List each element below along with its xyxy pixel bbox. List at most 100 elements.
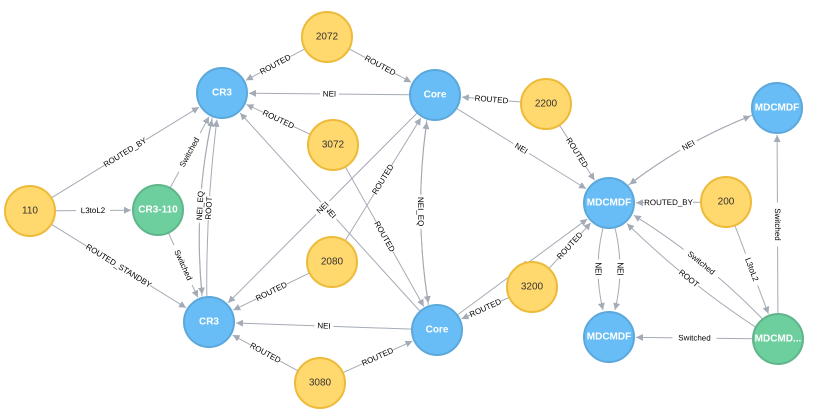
edge-label: L3toL2 — [81, 206, 106, 215]
edge-label-background — [369, 162, 397, 197]
edge-label-background — [593, 259, 603, 279]
edge-label-background — [615, 259, 625, 279]
edge-l3tol2[interactable]: L3toL2 — [734, 225, 770, 314]
edge-label-background — [510, 139, 532, 158]
edge-routed[interactable]: ROUTED — [348, 48, 412, 83]
edge-routed[interactable]: ROUTED — [461, 93, 522, 106]
node-circle[interactable] — [409, 69, 461, 121]
edge-label: ROUTED — [258, 53, 292, 77]
node-corea[interactable]: Core — [409, 69, 461, 121]
edge-label: NEI — [317, 321, 331, 330]
edge-label-background — [169, 242, 197, 288]
edge-routed[interactable]: ROUTED — [233, 272, 310, 311]
edge-label-background — [415, 194, 426, 229]
node-circle[interactable] — [183, 296, 235, 348]
node-circle[interactable] — [520, 78, 572, 130]
edge-label-background — [676, 267, 702, 290]
edge-routed[interactable]: ROUTED — [245, 48, 306, 81]
node-circle[interactable] — [700, 176, 752, 228]
edge-line[interactable] — [629, 114, 753, 185]
edge-label: ROUTED — [468, 297, 503, 319]
edge-routed[interactable]: ROUTED — [344, 166, 425, 307]
node-mdc2[interactable]: MDCMDF — [583, 177, 635, 229]
node-mdc1[interactable]: MDCMDF — [751, 82, 803, 134]
edge-nei[interactable]: NEI — [455, 107, 587, 190]
edge-routed[interactable]: ROUTED — [342, 340, 413, 374]
edge-label-background — [260, 107, 296, 132]
node-cr3a[interactable]: CR3 — [196, 67, 248, 119]
edge-root[interactable]: ROOT — [203, 119, 220, 297]
edge-label: ROUTED_BY — [644, 198, 694, 207]
node-circle[interactable] — [294, 357, 346, 409]
edge-label-group: ROUTED — [362, 53, 398, 78]
edge-routed[interactable]: ROUTED — [232, 334, 299, 372]
node-cr3110[interactable]: CR3-110 — [132, 184, 184, 236]
edge-routed[interactable]: ROUTED — [548, 222, 592, 269]
node-circle[interactable] — [751, 82, 803, 134]
node-n3072[interactable]: 3072 — [307, 119, 359, 171]
node-n3080[interactable]: 3080 — [294, 357, 346, 409]
node-n2072[interactable]: 2072 — [301, 11, 353, 63]
edge-label-background — [174, 130, 205, 175]
edge-routed-by[interactable]: ROUTED_BY — [635, 197, 702, 208]
edge-nei[interactable]: NEI — [613, 227, 625, 311]
edge-switched[interactable]: Switched — [169, 116, 210, 189]
node-n2200[interactable]: 2200 — [520, 78, 572, 130]
node-circle[interactable] — [583, 311, 635, 363]
node-coreb[interactable]: Core — [411, 304, 463, 356]
edge-l3tol2[interactable]: L3toL2 — [54, 205, 132, 216]
node-circle[interactable] — [411, 304, 463, 356]
node-circle[interactable] — [132, 184, 184, 236]
edge-nei[interactable]: NEI — [629, 114, 753, 185]
edge-label: L3toL2 — [743, 257, 760, 284]
edge-label-group: Switched — [174, 130, 205, 175]
edge-label-group: ROUTED — [563, 135, 591, 170]
node-mdc3[interactable]: MDCMDF — [583, 311, 635, 363]
node-circle[interactable] — [307, 119, 359, 171]
edge-label-background — [101, 135, 149, 170]
edge-label-group: L3toL2 — [75, 205, 111, 216]
edge-routed[interactable]: ROUTED — [461, 296, 510, 320]
edge-root[interactable]: ROOT — [626, 223, 756, 328]
edge-label-background — [740, 251, 763, 288]
edge-nei[interactable]: NEI — [593, 227, 605, 311]
edge-label-group: Switched — [169, 242, 197, 288]
node-n110[interactable]: 110 — [4, 185, 56, 237]
node-circle[interactable] — [506, 261, 558, 313]
edge-nei[interactable]: NEI — [248, 88, 411, 100]
edge-label: NEI_EQ — [416, 197, 425, 226]
edge-label-background — [474, 93, 509, 106]
node-n200[interactable]: 200 — [700, 176, 752, 228]
edge-label-group: ROUTED — [260, 107, 296, 132]
edge-routed-standby[interactable]: ROUTED_STANDBY — [50, 223, 187, 309]
edge-label: ROUTED — [372, 220, 397, 254]
edge-label-group: ROOT — [676, 267, 702, 290]
node-mdc4[interactable]: MDCMD... — [752, 313, 804, 365]
node-n2080[interactable]: 2080 — [306, 236, 358, 288]
edge-nei-eq[interactable]: NEI_EQ — [415, 119, 431, 304]
node-circle[interactable] — [301, 11, 353, 63]
node-circle[interactable] — [752, 313, 804, 365]
edge-switched[interactable]: Switched — [167, 232, 199, 298]
edge-routed[interactable]: ROUTED — [559, 124, 595, 181]
edge-switched[interactable]: Switched — [633, 214, 763, 320]
edge-switched[interactable]: Switched — [635, 332, 754, 344]
edge-label-background — [672, 332, 717, 344]
edge-label: Switched — [686, 249, 717, 276]
node-circle[interactable] — [4, 185, 56, 237]
edge-nei[interactable]: NEI — [235, 319, 413, 332]
node-circle[interactable] — [196, 67, 248, 119]
node-circle[interactable] — [306, 236, 358, 288]
node-cr3b[interactable]: CR3 — [183, 296, 235, 348]
edge-label-background — [467, 296, 503, 320]
edge-label-group: ROUTED — [467, 296, 503, 320]
node-circle[interactable] — [583, 177, 635, 229]
edge-routed-by[interactable]: ROUTED_BY — [51, 106, 200, 199]
edge-label-background — [258, 52, 293, 77]
edge-nei-eq[interactable]: NEI_EQ — [194, 117, 213, 295]
edge-label-group: ROUTED — [474, 93, 509, 106]
edge-switched[interactable]: Switched — [772, 134, 783, 315]
node-n3200[interactable]: 3200 — [506, 261, 558, 313]
